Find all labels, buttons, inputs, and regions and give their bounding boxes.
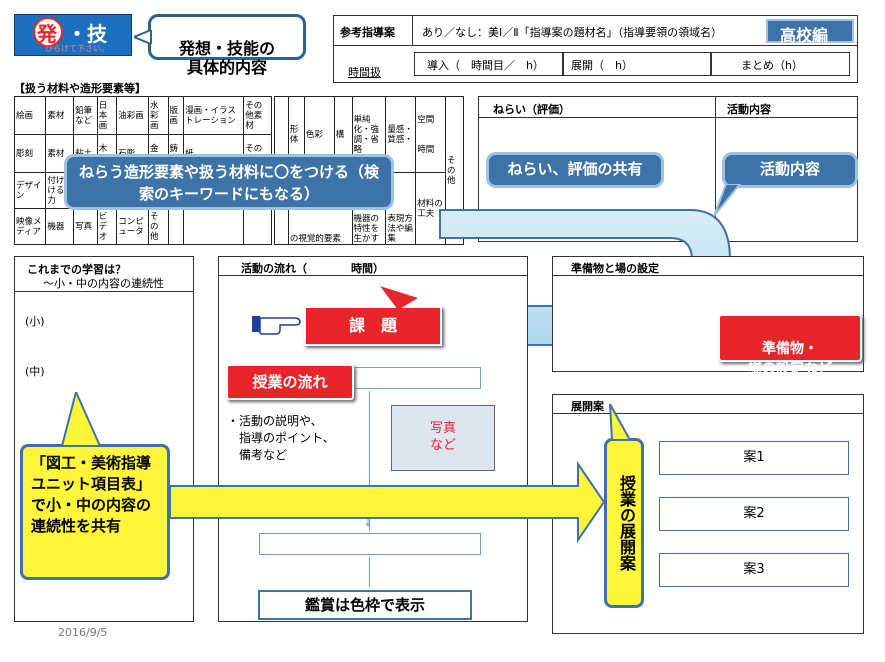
cell[interactable]: 水彩画	[147, 96, 169, 135]
reference-label: 参考指導案	[340, 26, 395, 39]
activity-callout-pointer	[713, 184, 742, 217]
cell[interactable]: 版画	[167, 96, 185, 135]
photo-placeholder: 写真 など	[391, 405, 495, 471]
activity-callout: 活動内容	[722, 152, 858, 188]
cell[interactable]: 形体	[287, 96, 305, 173]
cell[interactable]: 素材	[45, 134, 75, 173]
reference-header: 参考指導案 あり／なし：美Ⅰ／Ⅱ「指導案の題材名」（指導要領の領域名） 高校編 …	[333, 15, 858, 83]
logo: 発 ・技 ひらけて下さい。	[14, 14, 132, 56]
cell[interactable]: 時間	[417, 144, 435, 155]
reference-value: あり／なし：美Ⅰ／Ⅱ「指導案の題材名」（指導要領の領域名）	[422, 26, 723, 39]
cell[interactable]: 空間	[417, 114, 435, 125]
flow-title: 活動の流れ（ 時間）	[241, 262, 384, 275]
plan-title: 展開案	[571, 400, 604, 413]
development-plan-callout: 授業の展開案	[604, 438, 644, 608]
plan-3[interactable]: 案3	[659, 553, 849, 587]
prep-callout: 準備物・ 場の設定など	[718, 314, 862, 377]
flow-line	[369, 391, 370, 531]
lesson-flow-callout: 授業の流れ	[226, 364, 354, 400]
flow-notes: ・活動の説明や、 指導のポイント、 備考など	[227, 414, 335, 462]
flow-step-box[interactable]	[259, 533, 481, 555]
logo-kanji-2: ・技	[67, 22, 107, 46]
cell[interactable]: その他	[445, 96, 464, 245]
plan-2[interactable]: 案2	[659, 497, 849, 531]
logo-subtitle: ひらけて下さい。	[45, 44, 109, 53]
pointing-hand-icon	[252, 316, 301, 335]
footer-date: 2016/9/5	[58, 626, 108, 639]
flow-arrow-down: ↓	[363, 515, 374, 529]
logo-circle	[33, 17, 63, 47]
cell[interactable]: 油彩画	[116, 96, 149, 135]
activity-title: 活動内容	[727, 103, 771, 116]
learning-subtitle: ～小・中の内容の連続性	[43, 277, 164, 290]
appreciation-box: 鑑賞は色枠で表示	[258, 590, 472, 620]
badge-highschool: 高校編	[766, 19, 854, 45]
continuity-callout-pointer	[60, 392, 102, 447]
summary-field[interactable]: まとめ（h）	[710, 52, 850, 76]
continuity-callout: 「図工・美術指導ユニット項目表」で小・中の内容の連続性を共有	[20, 444, 170, 580]
cell[interactable]: デザイン	[13, 172, 47, 209]
materials-heading: 【扱う材料や造形要素等】	[14, 82, 146, 95]
cell[interactable]: 素材	[45, 96, 75, 135]
learning-middle: (中)	[25, 365, 45, 378]
task-box: 課 題	[304, 306, 442, 346]
header-callout: 発想・技能の 具体的内容	[148, 14, 306, 77]
cell[interactable]: 機器	[45, 208, 75, 245]
intro-field[interactable]: 導入（ 時間目／ h）	[414, 52, 564, 76]
cell[interactable]: 映像メディア	[13, 208, 47, 245]
development-plan-pointer	[609, 404, 632, 441]
cell[interactable]: 絵画	[13, 96, 47, 135]
logo-kanji-1: 発	[37, 22, 57, 46]
cell[interactable]: その他素材	[243, 96, 272, 135]
develop-field[interactable]: 展開（ h）	[562, 52, 712, 76]
aim-share-callout: ねらい、評価の共有	[486, 152, 664, 188]
time-label: 時間扱	[348, 66, 381, 79]
plan-1[interactable]: 案1	[659, 441, 849, 475]
learning-elementary: (小)	[25, 315, 45, 328]
flow-line	[369, 557, 370, 587]
cell[interactable]: 漫画・イラストレーション	[183, 96, 245, 135]
prep-title: 準備物と場の設定	[571, 262, 659, 275]
materials-key-callout: ねらう造形要素や扱う材料に〇をつける（検索のキーワードにもなる）	[64, 154, 394, 210]
task-pointer	[380, 286, 418, 310]
learning-title: これまでの学習は？	[27, 263, 126, 276]
cell[interactable]: 写真	[73, 208, 98, 245]
aim-title: ねらい（評価）	[493, 103, 570, 116]
header-callout-pointer	[134, 30, 152, 44]
